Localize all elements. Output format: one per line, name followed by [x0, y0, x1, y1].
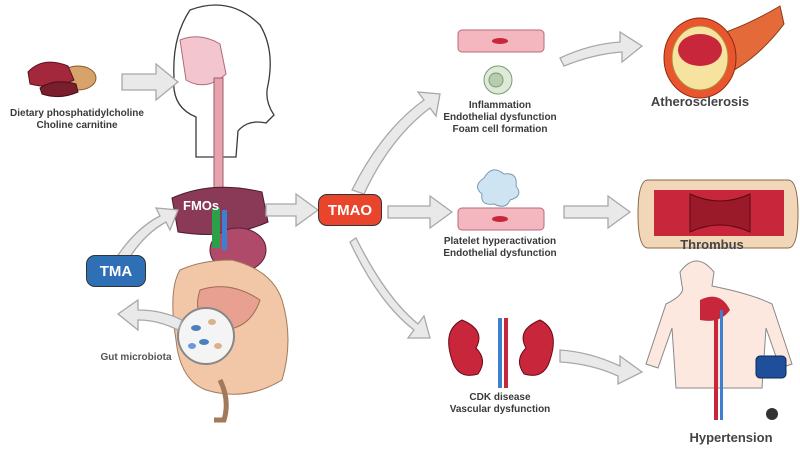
- arrow-tmao-to-kidney: [349, 237, 431, 339]
- diet-label-line2: Choline carnitine: [36, 120, 118, 131]
- digestive-system-icon: [171, 186, 289, 423]
- diet-label-line1: Dietary phosphatidylcholine: [10, 108, 144, 119]
- inflammation-label-line1: Inflammation: [468, 100, 532, 111]
- fmos-label: FMOs: [183, 198, 220, 213]
- arrow-cell-to-atherosclerosis: [559, 30, 644, 67]
- flow-arrows: [114, 30, 644, 386]
- thrombus-vessel-icon: [637, 179, 799, 249]
- tma-pill: TMA: [86, 255, 146, 287]
- gut-microbiota-label: Gut microbiota: [100, 352, 172, 363]
- kidneys-icon: [448, 318, 554, 388]
- arrow-liver-to-tmao: [265, 192, 320, 228]
- hypertension-label: Hypertension: [689, 430, 773, 445]
- thrombus-label: Thrombus: [680, 237, 744, 252]
- platelet-icon: [477, 169, 520, 207]
- food-icon: [27, 61, 97, 98]
- artery-plaque-icon: [663, 5, 785, 99]
- arrow-platelet-to-thrombus: [563, 194, 632, 230]
- inflammation-label-line2: Endothelial dysfunction: [443, 112, 557, 123]
- head-profile-icon: [173, 4, 275, 209]
- platelet-label-line2: Endothelial dysfunction: [443, 248, 557, 259]
- tmao-pill: TMAO: [318, 194, 382, 226]
- body-blood-pressure-icon: [645, 260, 793, 420]
- cdk-label-line2: Vascular dysfunction: [449, 404, 551, 415]
- macrophage-icon: [483, 65, 513, 95]
- arrow-kidney-to-hypertension: [559, 349, 644, 386]
- arrow-tma-to-liver: [114, 207, 179, 261]
- platelet-label-line1: Platelet hyperactivation: [443, 236, 557, 247]
- gut-microbiota-magnifier-icon: [177, 307, 235, 365]
- arrow-tmao-to-platelet: [387, 194, 454, 230]
- cdk-label-line1: CDK disease: [469, 392, 531, 403]
- atherosclerosis-label: Atherosclerosis: [650, 94, 750, 109]
- arrow-tmao-to-inflammation: [351, 91, 441, 195]
- arrow-gut-to-left: [116, 298, 183, 332]
- endothelial-cell-icon: [457, 29, 545, 231]
- arrow-food-to-head: [121, 62, 180, 102]
- inflammation-label-line3: Foam cell formation: [452, 124, 548, 135]
